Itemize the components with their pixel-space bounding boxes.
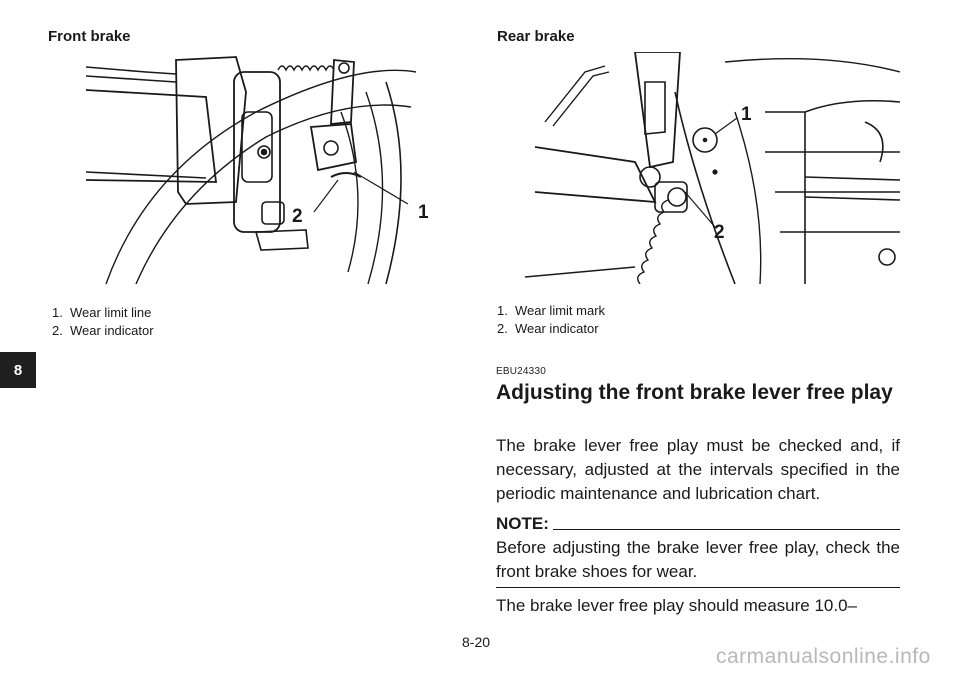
rear-legend: 1. Wear limit mark 2. Wear indicator xyxy=(497,302,605,338)
front-callout-2: 2 xyxy=(292,206,303,227)
note-rule xyxy=(552,529,900,530)
legend-item: 2. Wear indicator xyxy=(497,320,605,338)
note-header: NOTE: xyxy=(496,513,900,535)
note-end-rule xyxy=(496,587,900,588)
legend-text: Wear limit mark xyxy=(515,303,606,318)
rear-callout-2: 2 xyxy=(714,222,725,243)
note-text: Before adjusting the brake lever free pl… xyxy=(496,538,900,581)
chapter-tab: 8 xyxy=(0,352,36,388)
legend-item: 1. Wear limit mark xyxy=(497,302,605,320)
front-brake-title: Front brake xyxy=(48,28,131,45)
legend-text: Wear indicator xyxy=(515,321,599,336)
rear-brake-illustration xyxy=(505,52,900,284)
front-legend: 1. Wear limit line 2. Wear indicator xyxy=(52,304,154,340)
legend-number: 2. xyxy=(52,323,63,338)
watermark: carmanualsonline.info xyxy=(716,645,931,668)
section-heading: Adjusting the front brake lever free pla… xyxy=(496,381,893,404)
legend-text: Wear limit line xyxy=(70,305,152,320)
legend-item: 1. Wear limit line xyxy=(52,304,154,322)
rear-callout-1: 1 xyxy=(741,104,752,125)
rear-brake-title: Rear brake xyxy=(497,28,575,45)
page-number: 8-20 xyxy=(462,634,491,650)
section-code: EBU24330 xyxy=(496,366,546,377)
legend-number: 1. xyxy=(497,303,508,318)
legend-text: Wear indicator xyxy=(70,323,154,338)
note-label: NOTE: xyxy=(496,514,549,533)
legend-number: 1. xyxy=(52,305,63,320)
section-paragraph: The brake lever free play must be checke… xyxy=(496,436,900,503)
front-callout-1: 1 xyxy=(418,202,429,223)
legend-item: 2. Wear indicator xyxy=(52,322,154,340)
continuation-text: The brake lever free play should measure… xyxy=(496,596,857,615)
front-brake-illustration xyxy=(86,52,416,284)
legend-number: 2. xyxy=(497,321,508,336)
